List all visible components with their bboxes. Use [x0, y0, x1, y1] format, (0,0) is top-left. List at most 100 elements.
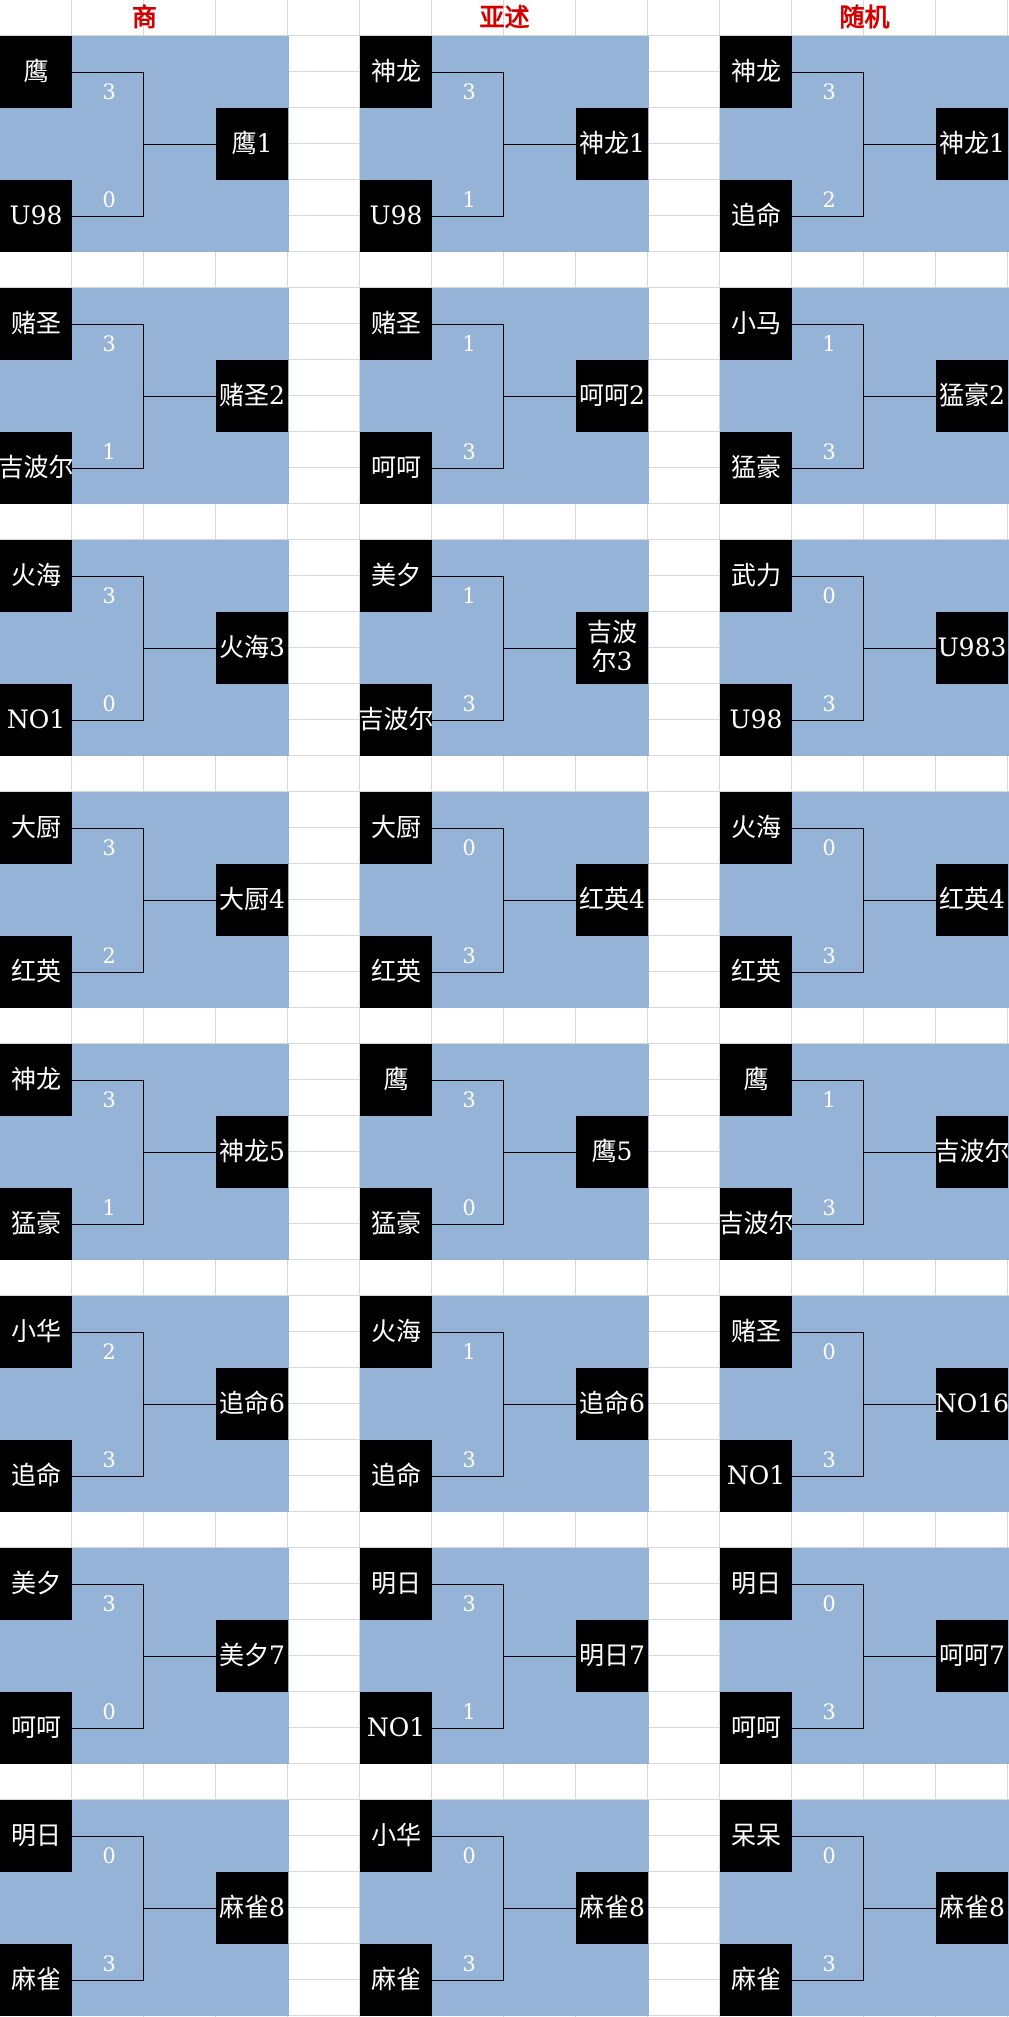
team-bottom: 呵呵 — [360, 432, 432, 504]
bracket-line — [503, 648, 576, 649]
bracket-line — [792, 1476, 863, 1477]
bracket-line — [503, 144, 576, 145]
team-top: 呆呆 — [720, 1800, 792, 1872]
score-top: 0 — [822, 836, 836, 860]
bracket-line — [432, 468, 503, 469]
team-winner: 鹰5 — [576, 1116, 648, 1188]
score-bottom: 3 — [462, 1448, 476, 1472]
score-top: 1 — [462, 1340, 476, 1364]
score-bottom: 3 — [822, 944, 836, 968]
score-top: 0 — [102, 1844, 116, 1868]
bracket-line — [432, 1980, 503, 1981]
bracket-line — [863, 144, 936, 145]
score-top: 1 — [822, 332, 836, 356]
bracket-line — [503, 1152, 576, 1153]
score-top: 3 — [102, 836, 116, 860]
team-winner: 明日7 — [576, 1620, 648, 1692]
score-top: 2 — [102, 1340, 116, 1364]
bracket-line — [72, 1836, 143, 1837]
bracket-line — [72, 1476, 143, 1477]
bracket-line — [143, 648, 216, 649]
team-winner: 神龙1 — [576, 108, 648, 180]
bracket-line — [72, 1224, 143, 1225]
bracket-line — [432, 216, 503, 217]
bracket-line — [792, 828, 863, 829]
bracket-line — [863, 1908, 936, 1909]
team-bottom: 吉波尔 — [360, 684, 432, 756]
bracket-line — [792, 468, 863, 469]
score-top: 3 — [462, 80, 476, 104]
team-top: 大厨 — [0, 792, 72, 864]
team-top: 美夕 — [0, 1548, 72, 1620]
team-winner: NO16 — [936, 1368, 1008, 1440]
score-bottom: 3 — [462, 692, 476, 716]
score-bottom: 3 — [462, 440, 476, 464]
team-top: 小马 — [720, 288, 792, 360]
score-top: 0 — [822, 1844, 836, 1868]
score-top: 3 — [102, 80, 116, 104]
team-bottom: NO1 — [720, 1440, 792, 1512]
team-top: 小华 — [0, 1296, 72, 1368]
column-header: 随机 — [839, 3, 890, 32]
bracket-line — [503, 1404, 576, 1405]
score-top: 3 — [462, 1592, 476, 1616]
bracket-line — [72, 1980, 143, 1981]
bracket-line — [432, 1332, 503, 1333]
team-bottom: 呵呵 — [720, 1692, 792, 1764]
score-top: 0 — [462, 1844, 476, 1868]
bracket-line — [432, 1584, 503, 1585]
bracket-line — [792, 720, 863, 721]
bracket-line — [792, 1332, 863, 1333]
team-bottom: 麻雀 — [720, 1944, 792, 2016]
team-bottom: 麻雀 — [0, 1944, 72, 2016]
bracket-line — [72, 468, 143, 469]
team-winner: 呵呵7 — [936, 1620, 1008, 1692]
team-bottom: U98 — [360, 180, 432, 252]
team-winner: 红英4 — [936, 864, 1008, 936]
team-bottom: 呵呵 — [0, 1692, 72, 1764]
team-winner: 吉波尔3 — [576, 612, 648, 684]
team-top: 明日 — [360, 1548, 432, 1620]
bracket-line — [792, 1080, 863, 1081]
score-bottom: 1 — [102, 440, 116, 464]
team-bottom: 红英 — [0, 936, 72, 1008]
team-winner: 呵呵2 — [576, 360, 648, 432]
team-bottom: 猛豪 — [0, 1188, 72, 1260]
score-top: 0 — [822, 1340, 836, 1364]
team-winner: 追命6 — [576, 1368, 648, 1440]
bracket-line — [72, 324, 143, 325]
score-top: 0 — [462, 836, 476, 860]
team-top: 赌圣 — [720, 1296, 792, 1368]
score-bottom: 0 — [462, 1196, 476, 1220]
score-top: 1 — [822, 1088, 836, 1112]
bracket-line — [72, 216, 143, 217]
team-winner: 火海3 — [216, 612, 288, 684]
team-winner: 麻雀8 — [936, 1872, 1008, 1944]
team-bottom: 吉波尔 — [720, 1188, 792, 1260]
team-winner: 麻雀8 — [576, 1872, 648, 1944]
bracket-line — [432, 720, 503, 721]
bracket-line — [143, 1656, 216, 1657]
bracket-line — [72, 1332, 143, 1333]
bracket-line — [432, 1836, 503, 1837]
bracket-line — [432, 1080, 503, 1081]
bracket-line — [792, 1980, 863, 1981]
score-top: 0 — [822, 584, 836, 608]
bracket-line — [143, 1152, 216, 1153]
bracket-line — [432, 72, 503, 73]
column-header: 亚述 — [479, 3, 530, 32]
team-top: 明日 — [720, 1548, 792, 1620]
team-top: 武力 — [720, 540, 792, 612]
bracket-line — [792, 216, 863, 217]
score-bottom: 3 — [822, 1448, 836, 1472]
team-winner: 美夕7 — [216, 1620, 288, 1692]
bracket-line — [792, 1836, 863, 1837]
bracket-line — [432, 1476, 503, 1477]
team-bottom: 红英 — [720, 936, 792, 1008]
team-winner: 神龙1 — [936, 108, 1008, 180]
team-bottom: 追命 — [0, 1440, 72, 1512]
bracket-line — [72, 1080, 143, 1081]
bracket-line — [503, 1908, 576, 1909]
team-winner: 大厨4 — [216, 864, 288, 936]
team-top: 火海 — [0, 540, 72, 612]
